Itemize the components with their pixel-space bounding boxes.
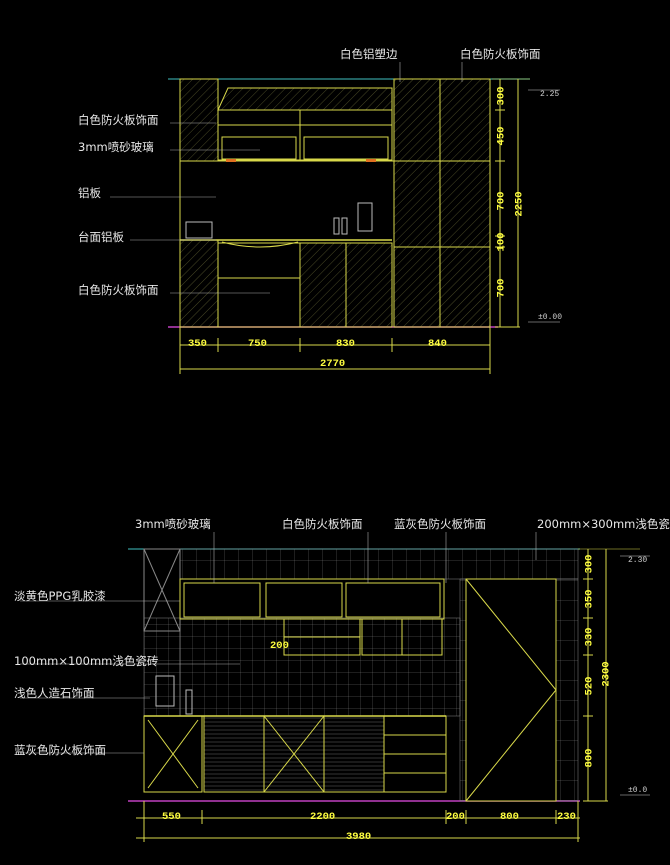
kettle-icon xyxy=(357,202,373,232)
bottom-vdim-total: 2300 xyxy=(600,661,613,687)
dish-rack-icon xyxy=(185,221,213,239)
top-dim-4: 840 xyxy=(428,338,447,350)
cad-drawing xyxy=(20,62,650,842)
bottom-dim-2: 2200 xyxy=(310,811,336,823)
bottom-label-left-3: 浅色人造石饰面 xyxy=(14,686,95,700)
blender-icon xyxy=(155,675,175,707)
top-label-top-1: 白色铝塑边 xyxy=(340,47,398,61)
wall-tile-upper xyxy=(179,548,579,580)
top-dim-total: 2770 xyxy=(320,358,346,370)
tall-door xyxy=(465,578,557,802)
bottom-label-top-3: 蓝灰色防火板饰面 xyxy=(394,517,486,531)
top-level-top: 2.25 xyxy=(540,90,560,99)
sink xyxy=(221,241,299,248)
bottom-elevation xyxy=(20,532,650,842)
bottom-dim-total: 3980 xyxy=(346,831,372,843)
bottom-dim-4: 800 xyxy=(500,811,519,823)
wall-tile xyxy=(179,617,461,717)
bottom-vdim-1: 300 xyxy=(583,554,596,574)
bottom-label-left-2: 100mm×100mm浅色瓷砖 xyxy=(14,654,159,668)
top-label-left-1: 白色防火板饰面 xyxy=(78,113,159,127)
left-panel xyxy=(179,78,219,162)
top-label-left-4: 台面铝板 xyxy=(78,230,124,244)
bottom-label-left-4: 蓝灰色防火板饰面 xyxy=(14,743,106,757)
bottom-label-top-1: 3mm喷砂玻璃 xyxy=(135,517,211,531)
range-hood xyxy=(217,87,393,111)
top-vdim-2: 450 xyxy=(495,126,508,146)
bottom-vdim-5: 800 xyxy=(583,748,596,768)
top-elevation xyxy=(110,62,560,374)
bottom-label-left-1: 淡黄色PPG乳胶漆 xyxy=(14,589,106,603)
top-dim-2: 750 xyxy=(248,338,267,350)
base-cabinet xyxy=(203,715,385,793)
top-label-left-3: 铝板 xyxy=(78,186,101,200)
top-vdim-total: 2250 xyxy=(513,191,526,217)
top-vdim-3: 700 xyxy=(495,191,508,211)
bottom-dim-3: 200 xyxy=(446,811,465,823)
top-vdim-1: 300 xyxy=(495,86,508,106)
tall-cabinet xyxy=(393,78,491,328)
bottom-dim-5: 230 xyxy=(557,811,576,823)
top-dim-1: 350 xyxy=(188,338,207,350)
top-dim-3: 830 xyxy=(336,338,355,350)
bottom-dim-1: 550 xyxy=(162,811,181,823)
bottom-vdim-2: 350 xyxy=(583,589,596,609)
top-label-left-2: 3mm喷砂玻璃 xyxy=(78,140,154,154)
bottom-label-top-2: 白色防火板饰面 xyxy=(282,517,363,531)
bottom-vdim-3: 330 xyxy=(583,627,596,647)
bottom-label-top-4: 200mm×300mm浅色瓷 xyxy=(537,517,670,531)
bottom-level-top: 2.30 xyxy=(628,556,648,565)
top-vdim-5: 700 xyxy=(495,278,508,298)
appliance-label: 200 xyxy=(270,640,289,652)
top-label-left-5: 白色防火板饰面 xyxy=(78,283,159,297)
bottom-vdim-4: 520 xyxy=(583,676,596,696)
glass-cabinet xyxy=(183,582,261,618)
top-label-top-2: 白色防火板饰面 xyxy=(460,47,541,61)
top-vdim-4: 100 xyxy=(495,232,508,252)
top-level-bottom: ±0.00 xyxy=(538,313,563,322)
glass-door xyxy=(221,136,297,160)
bottom-level-bottom: ±0.0 xyxy=(628,786,648,795)
